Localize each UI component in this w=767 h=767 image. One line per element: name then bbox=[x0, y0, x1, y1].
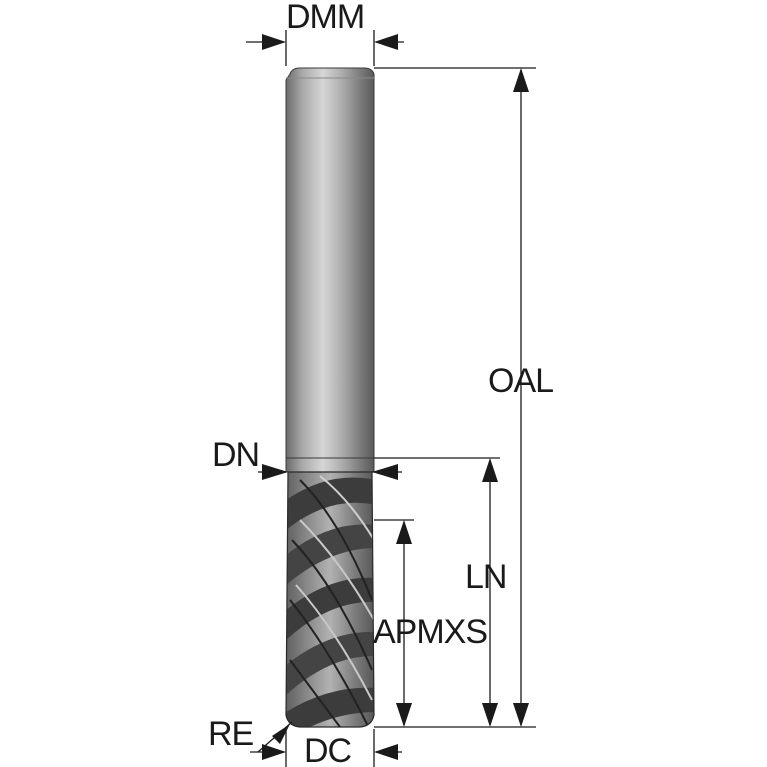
apmxs-label: APMXS bbox=[373, 613, 487, 651]
flute-outline bbox=[285, 471, 375, 728]
dc-label: DC bbox=[304, 732, 352, 767]
apmxs-dimension bbox=[374, 519, 414, 727]
flutes bbox=[286, 472, 374, 727]
dn-label: DN bbox=[212, 436, 259, 474]
dmm-dimension bbox=[246, 30, 404, 66]
shank bbox=[285, 67, 375, 473]
dmm-label: DMM bbox=[286, 0, 364, 36]
oal-label: OAL bbox=[488, 362, 553, 400]
oal-dimension bbox=[374, 67, 536, 728]
ln-label: LN bbox=[465, 558, 506, 596]
dn-dimension bbox=[258, 457, 500, 480]
ln-dimension bbox=[482, 458, 498, 727]
re-label: RE bbox=[208, 715, 254, 753]
dc-dimension bbox=[250, 729, 402, 767]
